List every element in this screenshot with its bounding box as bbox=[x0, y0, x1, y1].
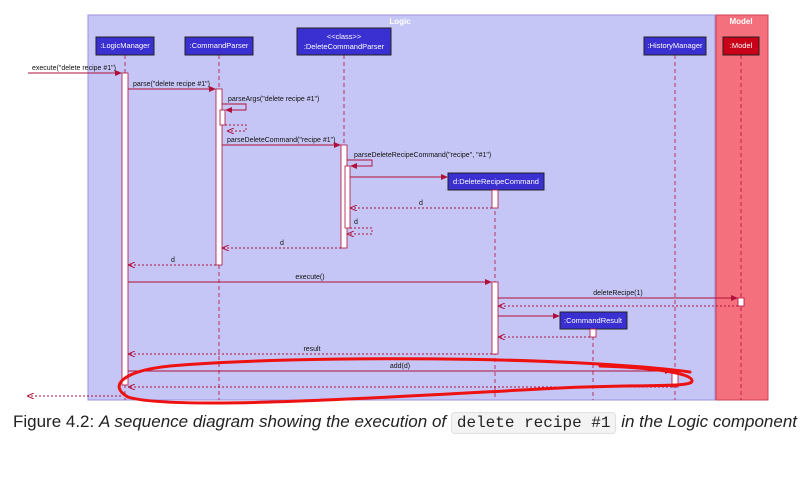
model-frame-title: Model bbox=[729, 17, 752, 26]
return-d-to-logic-manager-label: d bbox=[171, 257, 175, 264]
activation-command-parser-nested bbox=[219, 109, 226, 126]
activation-model bbox=[737, 297, 745, 307]
participant-delete-command-parser-box bbox=[296, 27, 392, 56]
message-parse-args-label: parseArgs("delete recipe #1") bbox=[228, 96, 319, 103]
participant-delete-command-parser: :DeleteCommandParser bbox=[304, 42, 385, 51]
sequence-diagram: Logic Model :LogicManager :CommandParser… bbox=[0, 14, 769, 405]
message-parse-delete-command-label: parseDeleteCommand("recipe #1") bbox=[227, 137, 335, 144]
logic-frame bbox=[87, 14, 716, 401]
message-delete-recipe-label: deleteRecipe(1) bbox=[593, 290, 642, 297]
message-parse-args-arrow bbox=[222, 103, 247, 113]
participant-logic-manager: :LogicManager bbox=[100, 41, 150, 50]
return-parse-args-arrow bbox=[225, 124, 247, 131]
participant-command-parser: :CommandParser bbox=[190, 41, 249, 50]
participant-history-manager-box bbox=[643, 36, 707, 56]
participant-model: :Model bbox=[730, 41, 753, 50]
activation-command-result bbox=[589, 328, 597, 338]
message-parse-label: parse("delete recipe #1") bbox=[133, 81, 210, 88]
activation-delete-command-execute bbox=[491, 281, 499, 355]
logic-frame-title: Logic bbox=[389, 17, 411, 26]
message-parse-delete-recipe-command-label: parseDeleteRecipeCommand("recipe", "#1") bbox=[354, 152, 491, 159]
hand-drawn-highlight-ellipse bbox=[117, 357, 694, 405]
figure-caption: Figure 4.2: A sequence diagram showing t… bbox=[0, 408, 810, 437]
activation-logic-manager bbox=[121, 72, 129, 386]
participant-model-box bbox=[722, 36, 760, 56]
activation-delete-command-parser-nested bbox=[344, 165, 351, 229]
participant-history-manager: :HistoryManager bbox=[647, 41, 703, 50]
caption-prefix: Figure 4.2: bbox=[12, 412, 99, 431]
activation-delete-command bbox=[491, 189, 499, 209]
activation-command-parser bbox=[215, 88, 223, 266]
return-d-self-label: d bbox=[354, 219, 358, 226]
participant-logic-manager-box bbox=[95, 36, 155, 56]
return-d-self-arrow bbox=[348, 227, 373, 234]
return-result-label: result bbox=[303, 346, 320, 353]
participant-command-result: :CommandResult bbox=[564, 316, 623, 325]
message-parse-delete-recipe-command-arrow bbox=[347, 159, 373, 169]
model-frame bbox=[715, 14, 769, 401]
caption-text-2: in the Logic component bbox=[621, 412, 798, 431]
message-execute-label: execute("delete recipe #1") bbox=[32, 65, 116, 72]
return-d-to-command-parser-label: d bbox=[280, 240, 284, 247]
participant-delete-command-parser-stereotype: <<class>> bbox=[327, 32, 362, 41]
caption-text-1: A sequence diagram showing the execution… bbox=[98, 412, 447, 431]
message-add-label: add(d) bbox=[390, 363, 410, 370]
participant-command-parser-box bbox=[184, 36, 254, 56]
return-d-from-command-label: d bbox=[419, 200, 423, 207]
message-execute-call-label: execute() bbox=[295, 274, 324, 281]
caption-code: delete recipe #1 bbox=[450, 412, 617, 434]
participant-delete-command: d:DeleteRecipeCommand bbox=[453, 177, 539, 186]
